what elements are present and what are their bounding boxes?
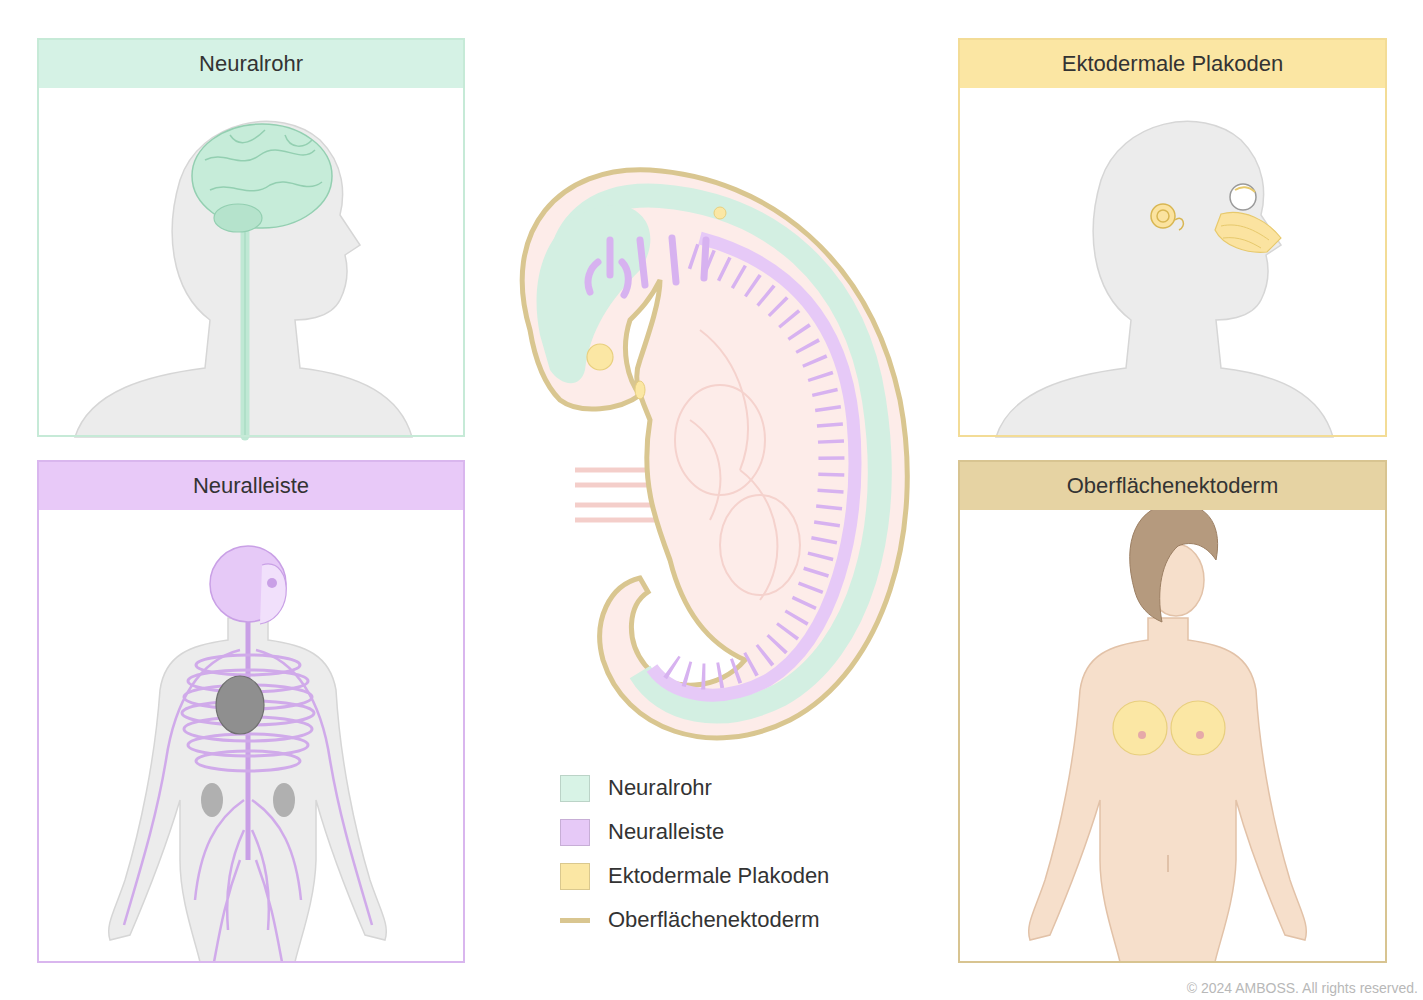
embryo-illustration-part: [714, 207, 726, 219]
legend-row: Oberflächenektoderm: [560, 898, 829, 942]
placode-figure-part: [1215, 212, 1281, 252]
placode-figure-part: [1235, 187, 1255, 192]
surface-ectoderm-figure-part: [1113, 701, 1167, 755]
embryo-illustration: [522, 170, 907, 738]
placode-figure: [996, 121, 1333, 437]
surface-ectoderm-figure-part: [1196, 731, 1204, 739]
placode-figure-part: [1221, 225, 1269, 248]
legend-swatch: [560, 863, 590, 890]
legend-text: Neuralleiste: [608, 819, 724, 845]
panel-box: Neuralrohr: [37, 38, 465, 437]
legend: NeuralrohrNeuralleisteEktodermale Plakod…: [560, 766, 829, 942]
embryo-illustration-part: [675, 385, 765, 495]
placode-figure-part: [1230, 184, 1256, 210]
surface-ectoderm-figure-part: [1029, 618, 1307, 962]
neural-crest-figure: [109, 546, 387, 962]
copyright-note: © 2024 AMBOSS. All rights reserved.: [1187, 980, 1418, 996]
neural-crest-figure-part: [216, 676, 264, 734]
embryo-illustration-part: [522, 170, 907, 738]
legend-row: Neuralrohr: [560, 766, 829, 810]
legend-line-sample: [560, 918, 590, 923]
neural-tube-figure: [75, 121, 412, 437]
neural-tube-figure-part: [75, 121, 412, 437]
legend-text: Ektodermale Plakoden: [608, 863, 829, 889]
legend-swatch: [560, 775, 590, 802]
neural-crest-figure-part: [267, 578, 277, 588]
surface-ectoderm-figure: [1029, 503, 1307, 962]
embryo-illustration-part: [588, 238, 706, 295]
neural-crest-figure-part: [188, 734, 308, 756]
placode-figure-part: [1151, 204, 1175, 228]
embryo-illustration-part: [537, 205, 651, 383]
legend-row: Ektodermale Plakoden: [560, 854, 829, 898]
surface-ectoderm-figure-part: [1171, 701, 1225, 755]
neural-crest-figure-part: [273, 783, 295, 817]
legend-swatch: [560, 819, 590, 846]
panel-heading: Oberflächenektoderm: [960, 462, 1385, 510]
neural-crest-figure-part: [109, 618, 387, 962]
panel-heading: Neuralleiste: [39, 462, 463, 510]
neural-tube-figure-part: [241, 215, 250, 436]
legend-row: Neuralleiste: [560, 810, 829, 854]
legend-text: Neuralrohr: [608, 775, 712, 801]
panel-heading: Ektodermale Plakoden: [960, 40, 1385, 88]
neural-crest-figure-part: [196, 751, 300, 771]
neural-tube-figure-part: [205, 130, 322, 191]
neural-tube-figure-part: [214, 204, 262, 232]
neural-tube-figure-part: [245, 215, 246, 436]
neural-crest-figure-part: [124, 650, 372, 962]
legend-text: Oberflächenektoderm: [608, 907, 820, 933]
embryo-illustration-part: [652, 238, 855, 695]
placode-figure-part: [1175, 218, 1183, 230]
embryo-illustration-part: [587, 344, 613, 370]
embryo-illustration-part: [690, 330, 777, 600]
panel-box: Ektodermale Plakoden: [958, 38, 1387, 437]
neural-crest-figure-part: [201, 783, 223, 817]
embryo-illustration-part: [559, 196, 880, 712]
placode-figure-part: [996, 121, 1333, 437]
panel-box: Neuralleiste: [37, 460, 465, 963]
neural-crest-figure-part: [260, 564, 286, 624]
surface-ectoderm-figure-part: [1138, 731, 1146, 739]
neural-tube-figure-part: [192, 124, 332, 228]
panel-heading: Neuralrohr: [39, 40, 463, 88]
placode-figure-part: [1157, 210, 1169, 222]
embryo-illustration-part: [664, 256, 831, 677]
embryo-illustration-part: [720, 495, 800, 595]
panel-box: Oberflächenektoderm: [958, 460, 1387, 963]
surface-ectoderm-figure-part: [1130, 503, 1218, 622]
embryo-illustration-part: [635, 381, 645, 399]
surface-ectoderm-figure-part: [1167, 855, 1169, 872]
